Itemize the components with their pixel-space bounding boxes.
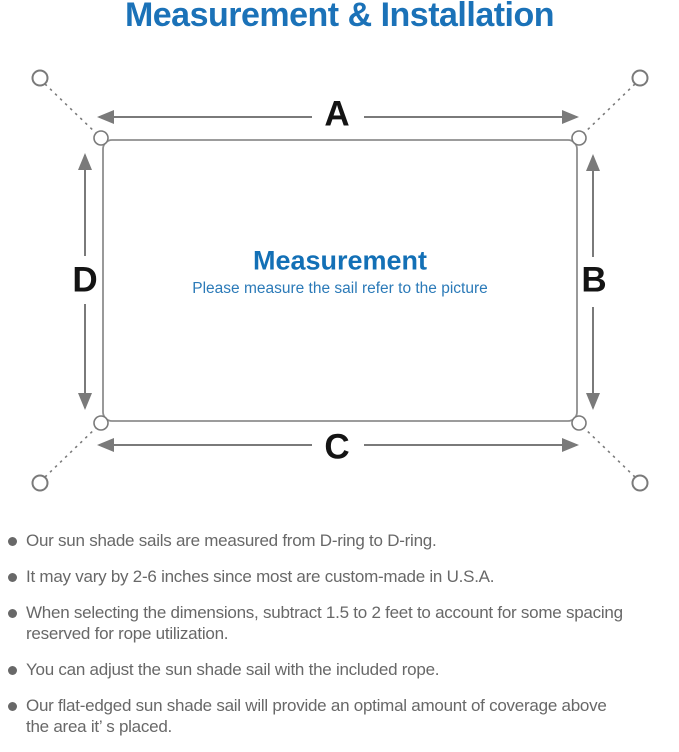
list-item: You can adjust the sun shade sail with t… [8, 659, 675, 680]
bullet-icon [8, 537, 17, 546]
notes-list: Our sun shade sails are measured from D-… [8, 530, 675, 752]
shade-sail-rectangle [102, 139, 578, 422]
d-ring-bottom-right-icon [571, 415, 587, 431]
anchor-point-circles [31, 69, 649, 492]
note-text: It may vary by 2-6 inches since most are… [26, 566, 494, 587]
anchor-point-top-right-icon [631, 69, 649, 87]
dimension-label-d: D [72, 260, 98, 300]
note-text: When selecting the dimensions, subtract … [26, 602, 623, 644]
list-item: It may vary by 2-6 inches since most are… [8, 566, 675, 587]
list-item: Our flat-edged sun shade sail will provi… [8, 695, 675, 737]
diagram-center-title: Measurement [252, 245, 428, 276]
dimension-label-b: B [581, 260, 607, 300]
dimension-label-c: C [324, 427, 350, 467]
note-text: Our flat-edged sun shade sail will provi… [26, 695, 607, 737]
note-line: Our sun shade sails are measured from D-… [26, 531, 437, 550]
note-line: reserved for rope utilization. [26, 624, 229, 643]
note-line: You can adjust the sun shade sail with t… [26, 660, 440, 679]
d-ring-top-right-icon [571, 130, 587, 146]
tether-dashed-lines [44, 83, 636, 478]
note-line: Our flat-edged sun shade sail will provi… [26, 696, 607, 715]
note-line: It may vary by 2-6 inches since most are… [26, 567, 495, 586]
dimension-label-a: A [324, 94, 350, 134]
list-item: When selecting the dimensions, subtract … [8, 602, 675, 644]
d-ring-icons [93, 130, 587, 431]
note-line: the area it’ s placed. [26, 717, 173, 736]
bullet-icon [8, 702, 17, 711]
anchor-point-top-left-icon [31, 69, 49, 87]
page-title: Measurement & Installation [124, 0, 555, 34]
bullet-icon [8, 666, 17, 675]
note-line: When selecting the dimensions, subtract … [26, 603, 623, 622]
measurement-diagram: A B C D Measurement Please measure the s… [31, 69, 649, 492]
bullet-icon [8, 573, 17, 582]
diagram-canvas [31, 69, 649, 492]
anchor-point-bottom-left-icon [31, 474, 49, 492]
d-ring-top-left-icon [93, 130, 109, 146]
diagram-center-subtitle: Please measure the sail refer to the pic… [192, 280, 488, 297]
bullet-icon [8, 609, 17, 618]
d-ring-bottom-left-icon [93, 415, 109, 431]
note-text: Our sun shade sails are measured from D-… [26, 530, 437, 551]
anchor-point-bottom-right-icon [631, 474, 649, 492]
note-text: You can adjust the sun shade sail with t… [26, 659, 440, 680]
dimension-arrows [78, 110, 600, 452]
list-item: Our sun shade sails are measured from D-… [8, 530, 675, 551]
